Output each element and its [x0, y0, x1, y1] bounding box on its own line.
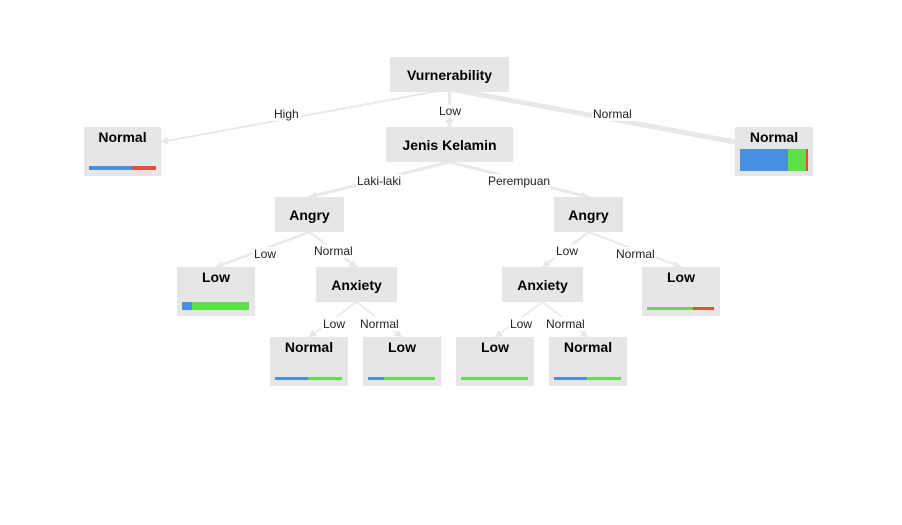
leaf-anxiety-normal-low[interactable]: Low: [363, 337, 441, 386]
class-segment: [275, 377, 308, 380]
class-segment: [586, 377, 621, 380]
class-distribution-bar: [647, 307, 714, 310]
edge-label-normal: Normal: [592, 107, 633, 121]
leaf-label: Low: [667, 269, 695, 285]
leaf-angry-normal[interactable]: Low: [642, 267, 720, 316]
leaf-label: Low: [388, 339, 416, 355]
class-segment: [692, 307, 714, 310]
edge-label-low: Low: [438, 104, 463, 118]
edge-label-normal: Normal: [615, 247, 656, 261]
leaf-anxiety-normal-normal[interactable]: Normal: [549, 337, 627, 386]
leaf-label: Low: [481, 339, 509, 355]
leaf-high-normal[interactable]: Normal: [84, 127, 161, 176]
node-label: Vurnerability: [406, 66, 493, 83]
edge-arrowhead: [348, 259, 357, 267]
leaf-normal-normal[interactable]: Normal: [735, 127, 813, 176]
node-angry-laki-laki[interactable]: Angry: [275, 197, 344, 232]
edge-arrowhead: [216, 260, 224, 269]
edge-arrowhead: [394, 329, 402, 337]
class-segment: [461, 377, 528, 380]
tree-edge: [160, 88, 451, 143]
class-distribution-bar: [740, 149, 808, 171]
class-distribution-bar: [89, 166, 156, 170]
class-segment: [131, 166, 156, 170]
edge-arrowhead: [673, 260, 681, 269]
leaf-anxiety-low-low[interactable]: Low: [456, 337, 534, 386]
edge-label-normal: Normal: [359, 317, 400, 331]
edge-label-low: Low: [555, 244, 580, 258]
class-distribution-bar: [554, 377, 621, 380]
class-segment: [554, 377, 587, 380]
edge-arrowhead: [309, 329, 318, 337]
leaf-anxiety-low-normal[interactable]: Normal: [270, 337, 348, 386]
edge-label-low: Low: [253, 247, 278, 261]
edge-arrowhead: [580, 329, 588, 337]
node-vurnerability[interactable]: Vurnerability: [390, 57, 509, 92]
edge-label-laki-laki: Laki-laki: [356, 174, 403, 188]
class-distribution-bar: [461, 377, 528, 380]
leaf-label: Normal: [284, 339, 334, 355]
class-segment: [384, 377, 435, 380]
class-segment: [192, 302, 249, 310]
class-distribution-bar: [275, 377, 342, 380]
class-distribution-bar: [368, 377, 435, 380]
edge-label-normal: Normal: [545, 317, 586, 331]
leaf-label: Low: [202, 269, 230, 285]
class-segment: [805, 149, 808, 171]
leaf-label: Normal: [98, 129, 147, 145]
edge-arrowhead: [727, 136, 735, 145]
edge-label-perempuan: Perempuan: [487, 174, 552, 188]
node-label: Anxiety: [331, 276, 382, 293]
class-segment: [182, 302, 193, 310]
node-anxiety-left[interactable]: Anxiety: [316, 267, 397, 302]
node-angry-perempuan[interactable]: Angry: [554, 197, 623, 232]
class-segment: [307, 377, 342, 380]
class-segment: [740, 149, 788, 171]
node-label: Angry: [568, 206, 609, 223]
node-label: Jenis Kelamin: [402, 136, 497, 153]
edge-label-high: High: [273, 107, 300, 121]
edge-label-low: Low: [322, 317, 347, 331]
class-segment: [787, 149, 806, 171]
edge-label-low: Low: [509, 317, 534, 331]
class-segment: [647, 307, 693, 310]
node-label: Anxiety: [517, 276, 568, 293]
edge-arrowhead: [161, 136, 169, 145]
class-segment: [89, 166, 132, 170]
class-segment: [368, 377, 385, 380]
edge-arrowhead: [542, 259, 551, 267]
edge-label-normal: Normal: [313, 244, 354, 258]
node-label: Angry: [289, 206, 330, 223]
class-distribution-bar: [182, 302, 249, 310]
leaf-angry-low[interactable]: Low: [177, 267, 255, 316]
leaf-label: Normal: [749, 129, 799, 145]
edge-arrowhead: [445, 120, 454, 127]
edge-arrowhead: [495, 329, 504, 337]
node-jenis-kelamin[interactable]: Jenis Kelamin: [386, 127, 513, 162]
node-anxiety-right[interactable]: Anxiety: [502, 267, 583, 302]
leaf-label: Normal: [563, 339, 613, 355]
